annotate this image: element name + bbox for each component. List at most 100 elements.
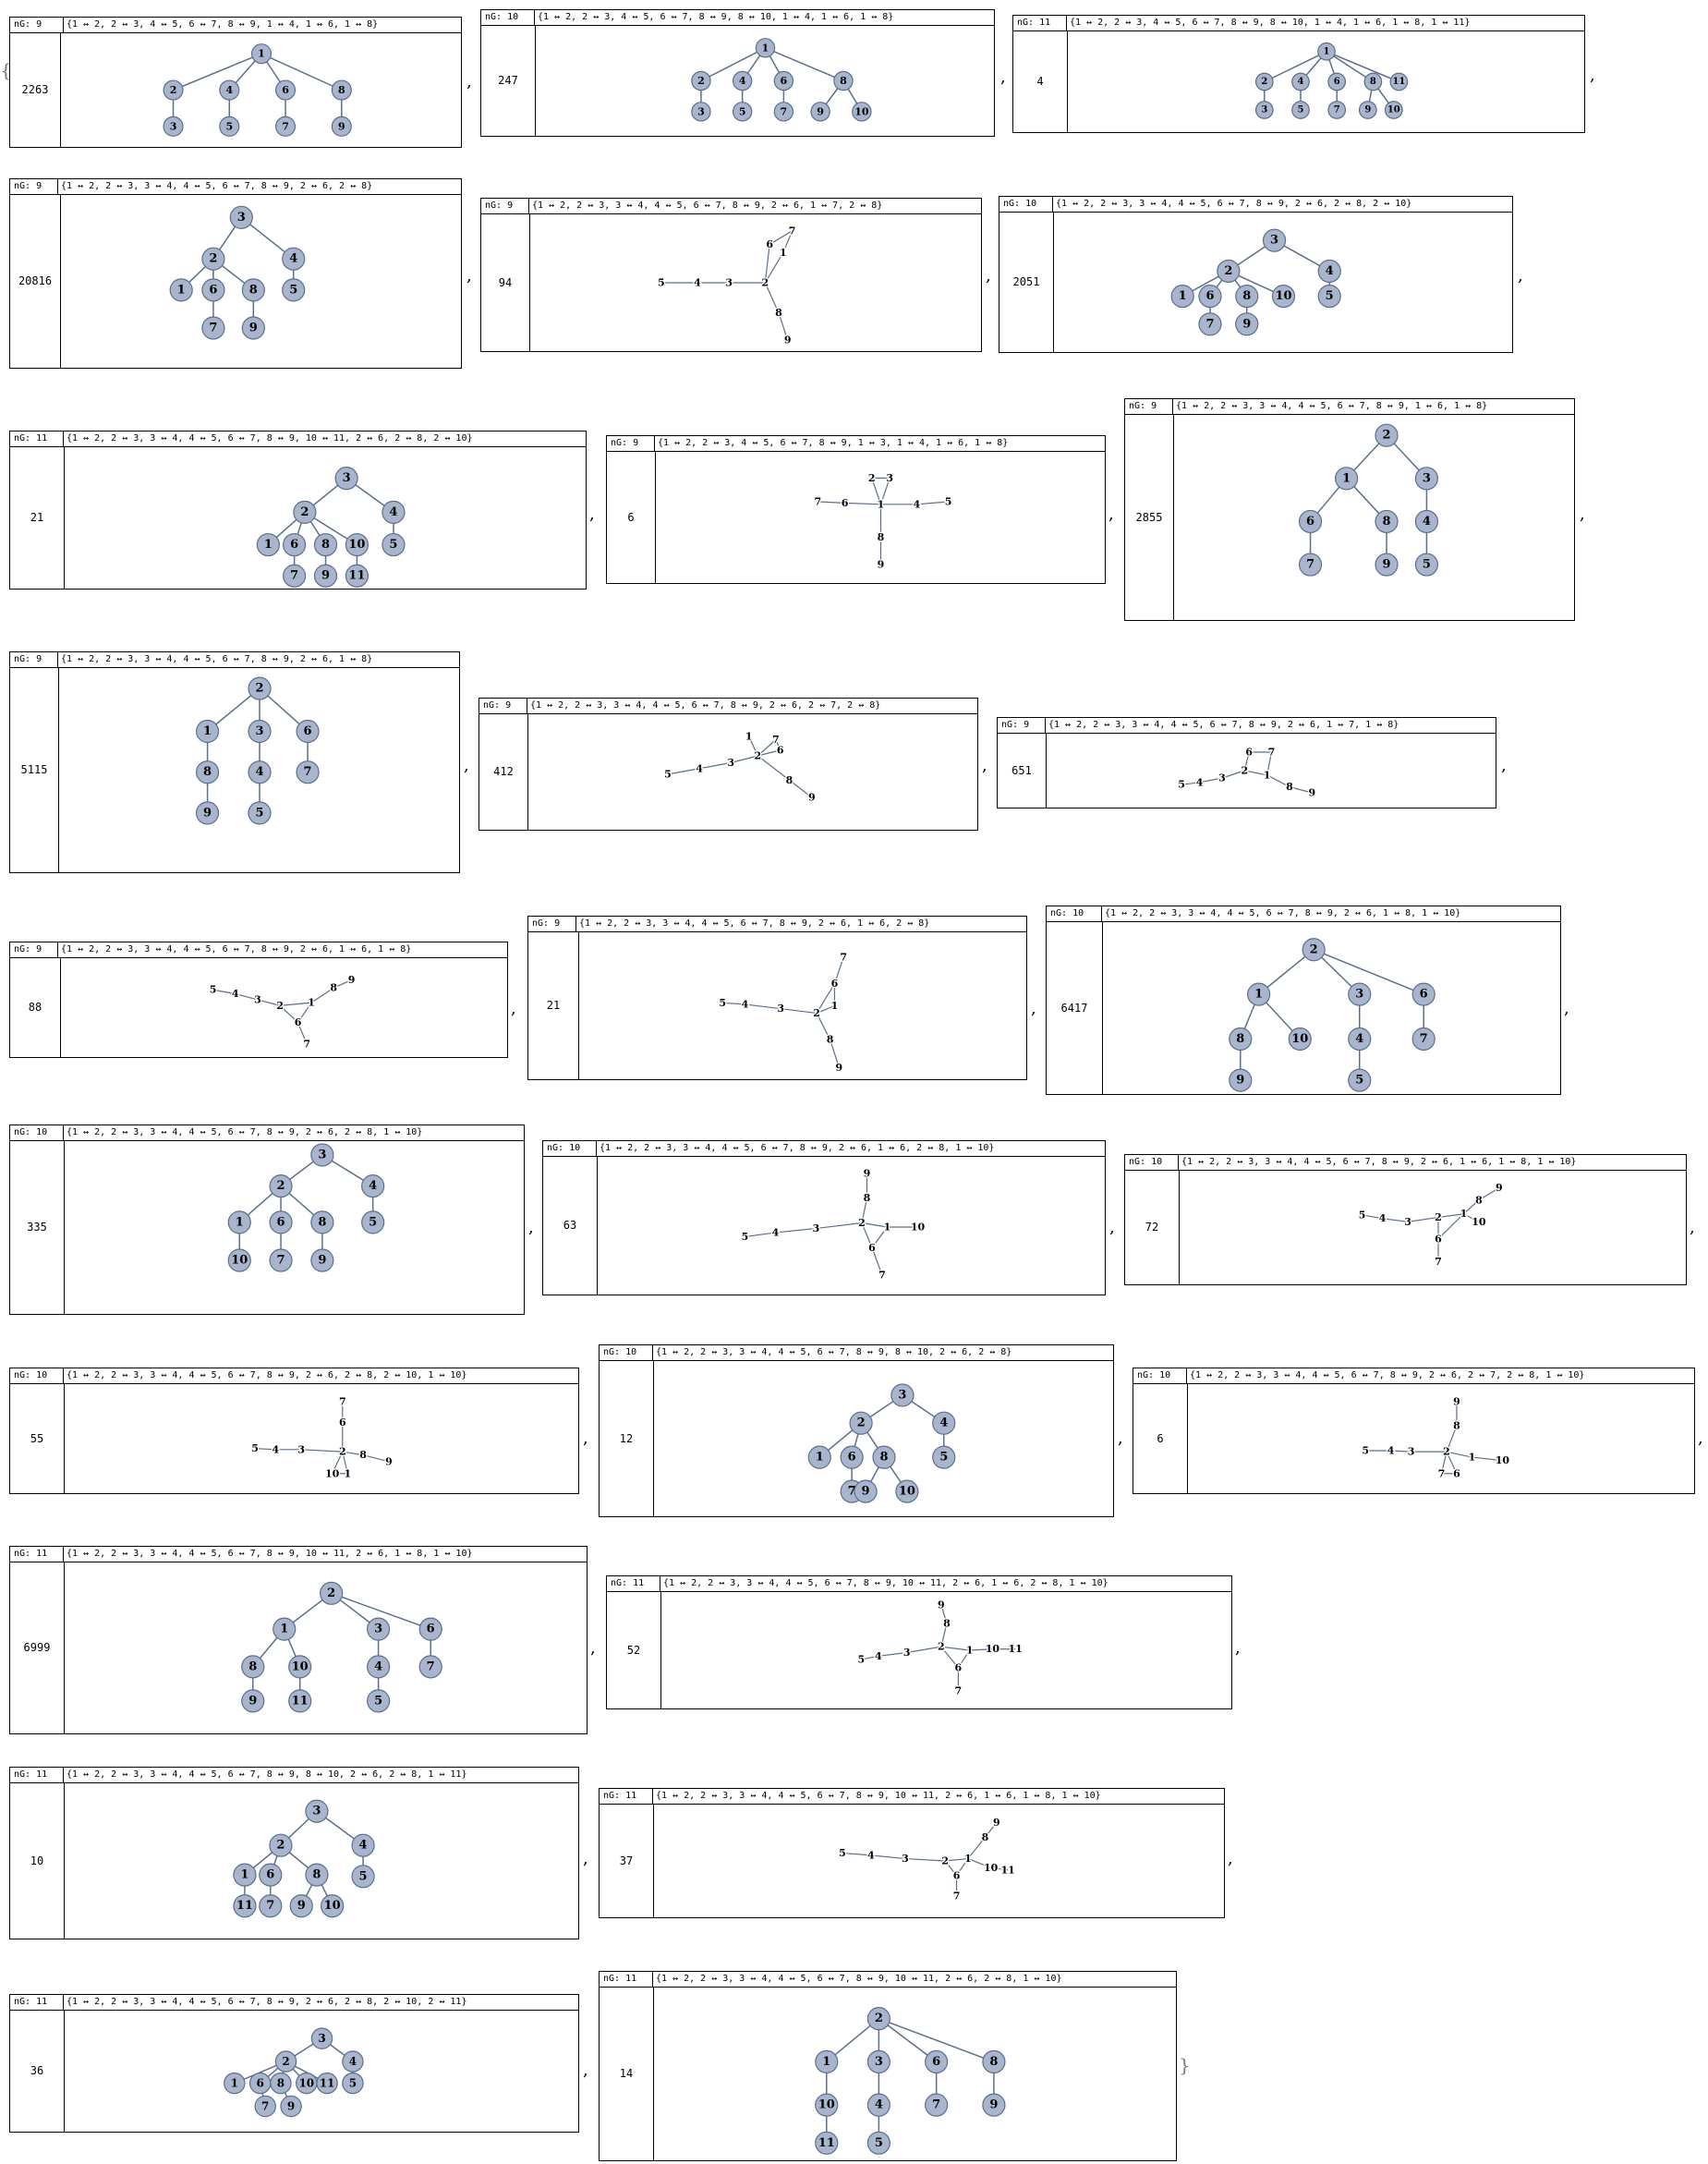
graph-node xyxy=(382,532,406,557)
graph-edge xyxy=(870,1854,905,1860)
edge-list: {1 ↔ 2, 2 ↔ 3, 3 ↔ 4, 4 ↔ 5, 6 ↔ 7, 8 ↔ … xyxy=(579,918,930,929)
comma-separator: , xyxy=(1235,1638,1241,1658)
node-label: 9 xyxy=(993,1817,1000,1829)
node-label: 6 xyxy=(955,1661,963,1673)
node-label: 6 xyxy=(932,2055,940,2069)
graph-node xyxy=(925,2093,949,2117)
node-label: 4 xyxy=(875,2098,883,2112)
graph-edge xyxy=(257,999,281,1006)
occurrence-count: 21 xyxy=(528,931,579,1079)
node-label: 3 xyxy=(297,1443,305,1455)
graph-edge xyxy=(764,282,780,313)
graph-node xyxy=(1384,101,1403,119)
node-label: 3 xyxy=(343,471,351,485)
graph-cell: nG: 11{1 ↔ 2, 2 ↔ 3, 3 ↔ 4, 4 ↔ 5, 6 ↔ 7… xyxy=(9,431,587,590)
graph-node xyxy=(815,2093,839,2117)
graph-node xyxy=(895,1479,919,1503)
graph-edge xyxy=(1472,1456,1503,1462)
graph-edge xyxy=(748,736,758,757)
graph-node xyxy=(1198,284,1222,309)
edge-list: {1 ↔ 2, 2 ↔ 3, 3 ↔ 4, 4 ↔ 5, 6 ↔ 7, 8 ↔ … xyxy=(67,1549,473,1559)
graph-node xyxy=(691,70,711,91)
node-label: 1 xyxy=(966,1645,974,1657)
graph-cell: nG: 10{1 ↔ 2, 2 ↔ 3, 3 ↔ 4, 4 ↔ 5, 6 ↔ 7… xyxy=(1046,906,1561,1095)
graph-node xyxy=(305,1863,329,1887)
node-label: 6 xyxy=(277,1215,285,1229)
graph-node xyxy=(280,2095,302,2118)
node-label: 8 xyxy=(786,774,793,786)
node-label: 9 xyxy=(1309,787,1316,799)
edge-list: {1 ↔ 2, 2 ↔ 3, 3 ↔ 4, 4 ↔ 5, 6 ↔ 7, 8 ↔ … xyxy=(61,944,412,954)
graph-node xyxy=(269,1248,293,1272)
node-label: 5 xyxy=(1362,1444,1369,1456)
graph-header: nG: 9{1 ↔ 2, 2 ↔ 3, 3 ↔ 4, 4 ↔ 5, 6 ↔ 7,… xyxy=(481,199,981,214)
node-label: 2 xyxy=(1224,264,1232,278)
graph-cell: nG: 9{1 ↔ 2, 2 ↔ 3, 3 ↔ 4, 4 ↔ 5, 6 ↔ 7,… xyxy=(1124,398,1575,621)
node-label: 1 xyxy=(1469,1452,1476,1464)
graph-node xyxy=(254,2095,276,2118)
graph-edge xyxy=(333,979,352,989)
graph-cell: nG: 9{1 ↔ 2, 2 ↔ 3, 3 ↔ 4, 4 ↔ 5, 6 ↔ 7,… xyxy=(478,698,978,831)
node-label: 3 xyxy=(697,105,705,117)
node-label: 8 xyxy=(827,1034,834,1046)
node-label: 1 xyxy=(762,42,769,54)
edge-list: {1 ↔ 2, 2 ↔ 3, 3 ↔ 4, 4 ↔ 5, 6 ↔ 7, 8 ↔ … xyxy=(656,1347,1012,1357)
node-count-label: nG: 9 xyxy=(481,199,529,213)
node-label: 2 xyxy=(276,1839,285,1853)
node-label: 4 xyxy=(255,765,263,779)
graph-cell: nG: 10{1 ↔ 2, 2 ↔ 3, 3 ↔ 4, 4 ↔ 5, 6 ↔ 7… xyxy=(999,196,1513,353)
graph-edge xyxy=(1264,51,1327,83)
graph-node xyxy=(840,1445,864,1469)
node-label: 2 xyxy=(1310,942,1318,956)
node-label: 8 xyxy=(1382,515,1390,529)
edge-list: {1 ↔ 2, 2 ↔ 3, 3 ↔ 4, 4 ↔ 5, 6 ↔ 7, 8 ↔ … xyxy=(67,433,473,444)
node-label: 1 xyxy=(308,997,315,1009)
edge-list: {1 ↔ 2, 2 ↔ 3, 3 ↔ 4, 4 ↔ 5, 6 ↔ 7, 8 ↔ … xyxy=(663,1578,1108,1588)
node-label: 8 xyxy=(1370,77,1376,87)
graph-edge xyxy=(956,1858,969,1877)
occurrence-count: 2855 xyxy=(1125,414,1174,620)
edge-list: {1 ↔ 2, 2 ↔ 3, 3 ↔ 4, 4 ↔ 5, 6 ↔ 7, 8 ↔ … xyxy=(67,1127,423,1137)
node-label: 9 xyxy=(338,120,345,132)
node-label: 4 xyxy=(1387,1444,1395,1456)
node-count-label: nG: 9 xyxy=(10,18,64,32)
node-label: 3 xyxy=(170,120,177,132)
node-label: 3 xyxy=(902,1853,909,1865)
graph-node xyxy=(241,278,265,302)
graph-node xyxy=(351,1833,375,1857)
graph-edge xyxy=(1258,949,1314,995)
edge-list: {1 ↔ 2, 2 ↔ 3, 3 ↔ 4, 4 ↔ 5, 6 ↔ 7, 8 ↔ … xyxy=(61,654,373,664)
graph-header: nG: 9{1 ↔ 2, 2 ↔ 3, 3 ↔ 4, 4 ↔ 5, 6 ↔ 7,… xyxy=(1125,399,1574,415)
graph-node xyxy=(269,1174,293,1198)
node-label: 4 xyxy=(867,1849,875,1861)
node-label: 2 xyxy=(1443,1446,1450,1458)
graph-node xyxy=(932,1411,956,1435)
comma-separator: , xyxy=(511,999,516,1018)
graph-header: nG: 9{1 ↔ 2, 2 ↔ 3, 4 ↔ 5, 6 ↔ 7, 8 ↔ 9,… xyxy=(607,436,1105,452)
node-label: 7 xyxy=(1438,1467,1446,1479)
graph-edge xyxy=(332,1451,344,1475)
graph-edge xyxy=(764,252,784,284)
graph-node xyxy=(1262,228,1287,252)
graph-node xyxy=(227,1248,251,1272)
graph-node xyxy=(866,2093,890,2117)
node-label: 10 xyxy=(1291,1032,1308,1046)
node-label: 7 xyxy=(953,1890,961,1902)
graph-node xyxy=(1217,259,1241,284)
node-label: 2 xyxy=(1261,77,1267,87)
graph-header: nG: 9{1 ↔ 2, 2 ↔ 3, 4 ↔ 5, 6 ↔ 7, 8 ↔ 9,… xyxy=(10,18,461,33)
node-label: 5 xyxy=(389,538,397,552)
node-label: 8 xyxy=(879,1451,888,1465)
node-label: 10 xyxy=(292,1659,309,1673)
edge-list: {1 ↔ 2, 2 ↔ 3, 3 ↔ 4, 4 ↔ 5, 6 ↔ 7, 8 ↔ … xyxy=(67,1769,467,1780)
graph-node xyxy=(849,1411,873,1435)
